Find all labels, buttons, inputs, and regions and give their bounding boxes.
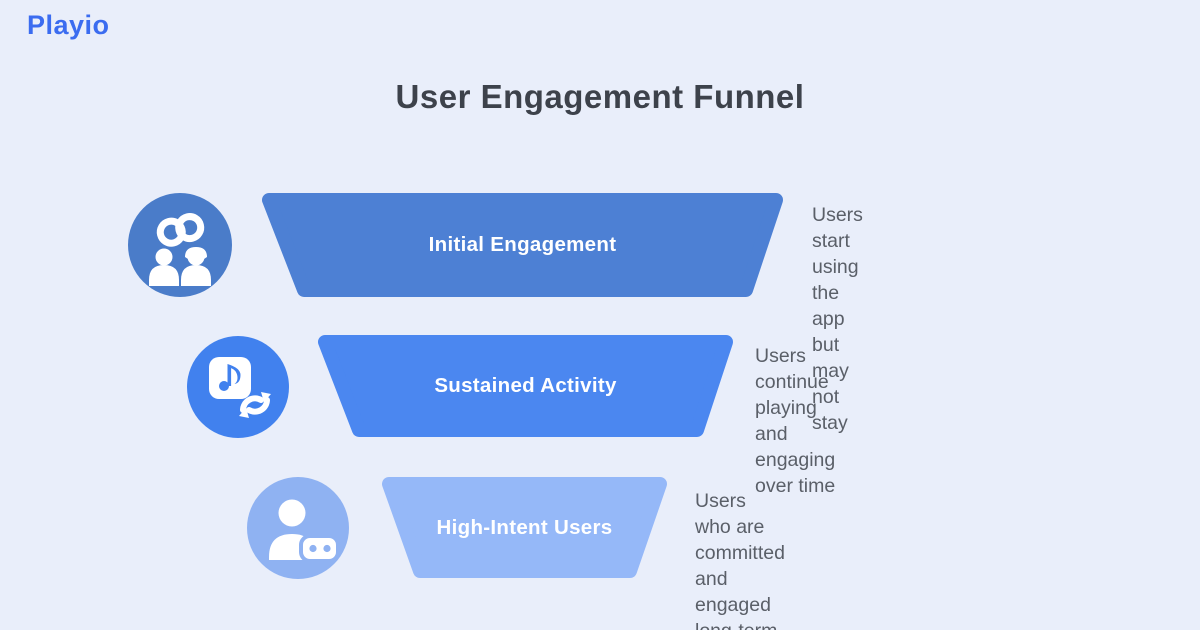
stage-label: Sustained Activity [434, 374, 617, 397]
funnel-bar-sustained-activity [318, 335, 733, 437]
user-gamepad-icon [247, 477, 349, 579]
stage-label: Initial Engagement [428, 233, 617, 256]
stage-label: High-Intent Users [436, 515, 613, 539]
users-link-icon [128, 193, 232, 297]
stage-description: Users continue playing and engaging over… [755, 345, 836, 497]
funnel-bar-initial-engagement [260, 193, 785, 297]
page-title: User Engagement Funnel [395, 78, 805, 115]
music-sync-icon [187, 336, 289, 438]
stage-description: Users who are committed and engaged long… [695, 490, 785, 630]
stage-description: Users start using the app but may not st… [812, 204, 863, 434]
funnel-bar-high-intent-users [382, 477, 667, 578]
playio-logo: Playio [27, 10, 110, 40]
